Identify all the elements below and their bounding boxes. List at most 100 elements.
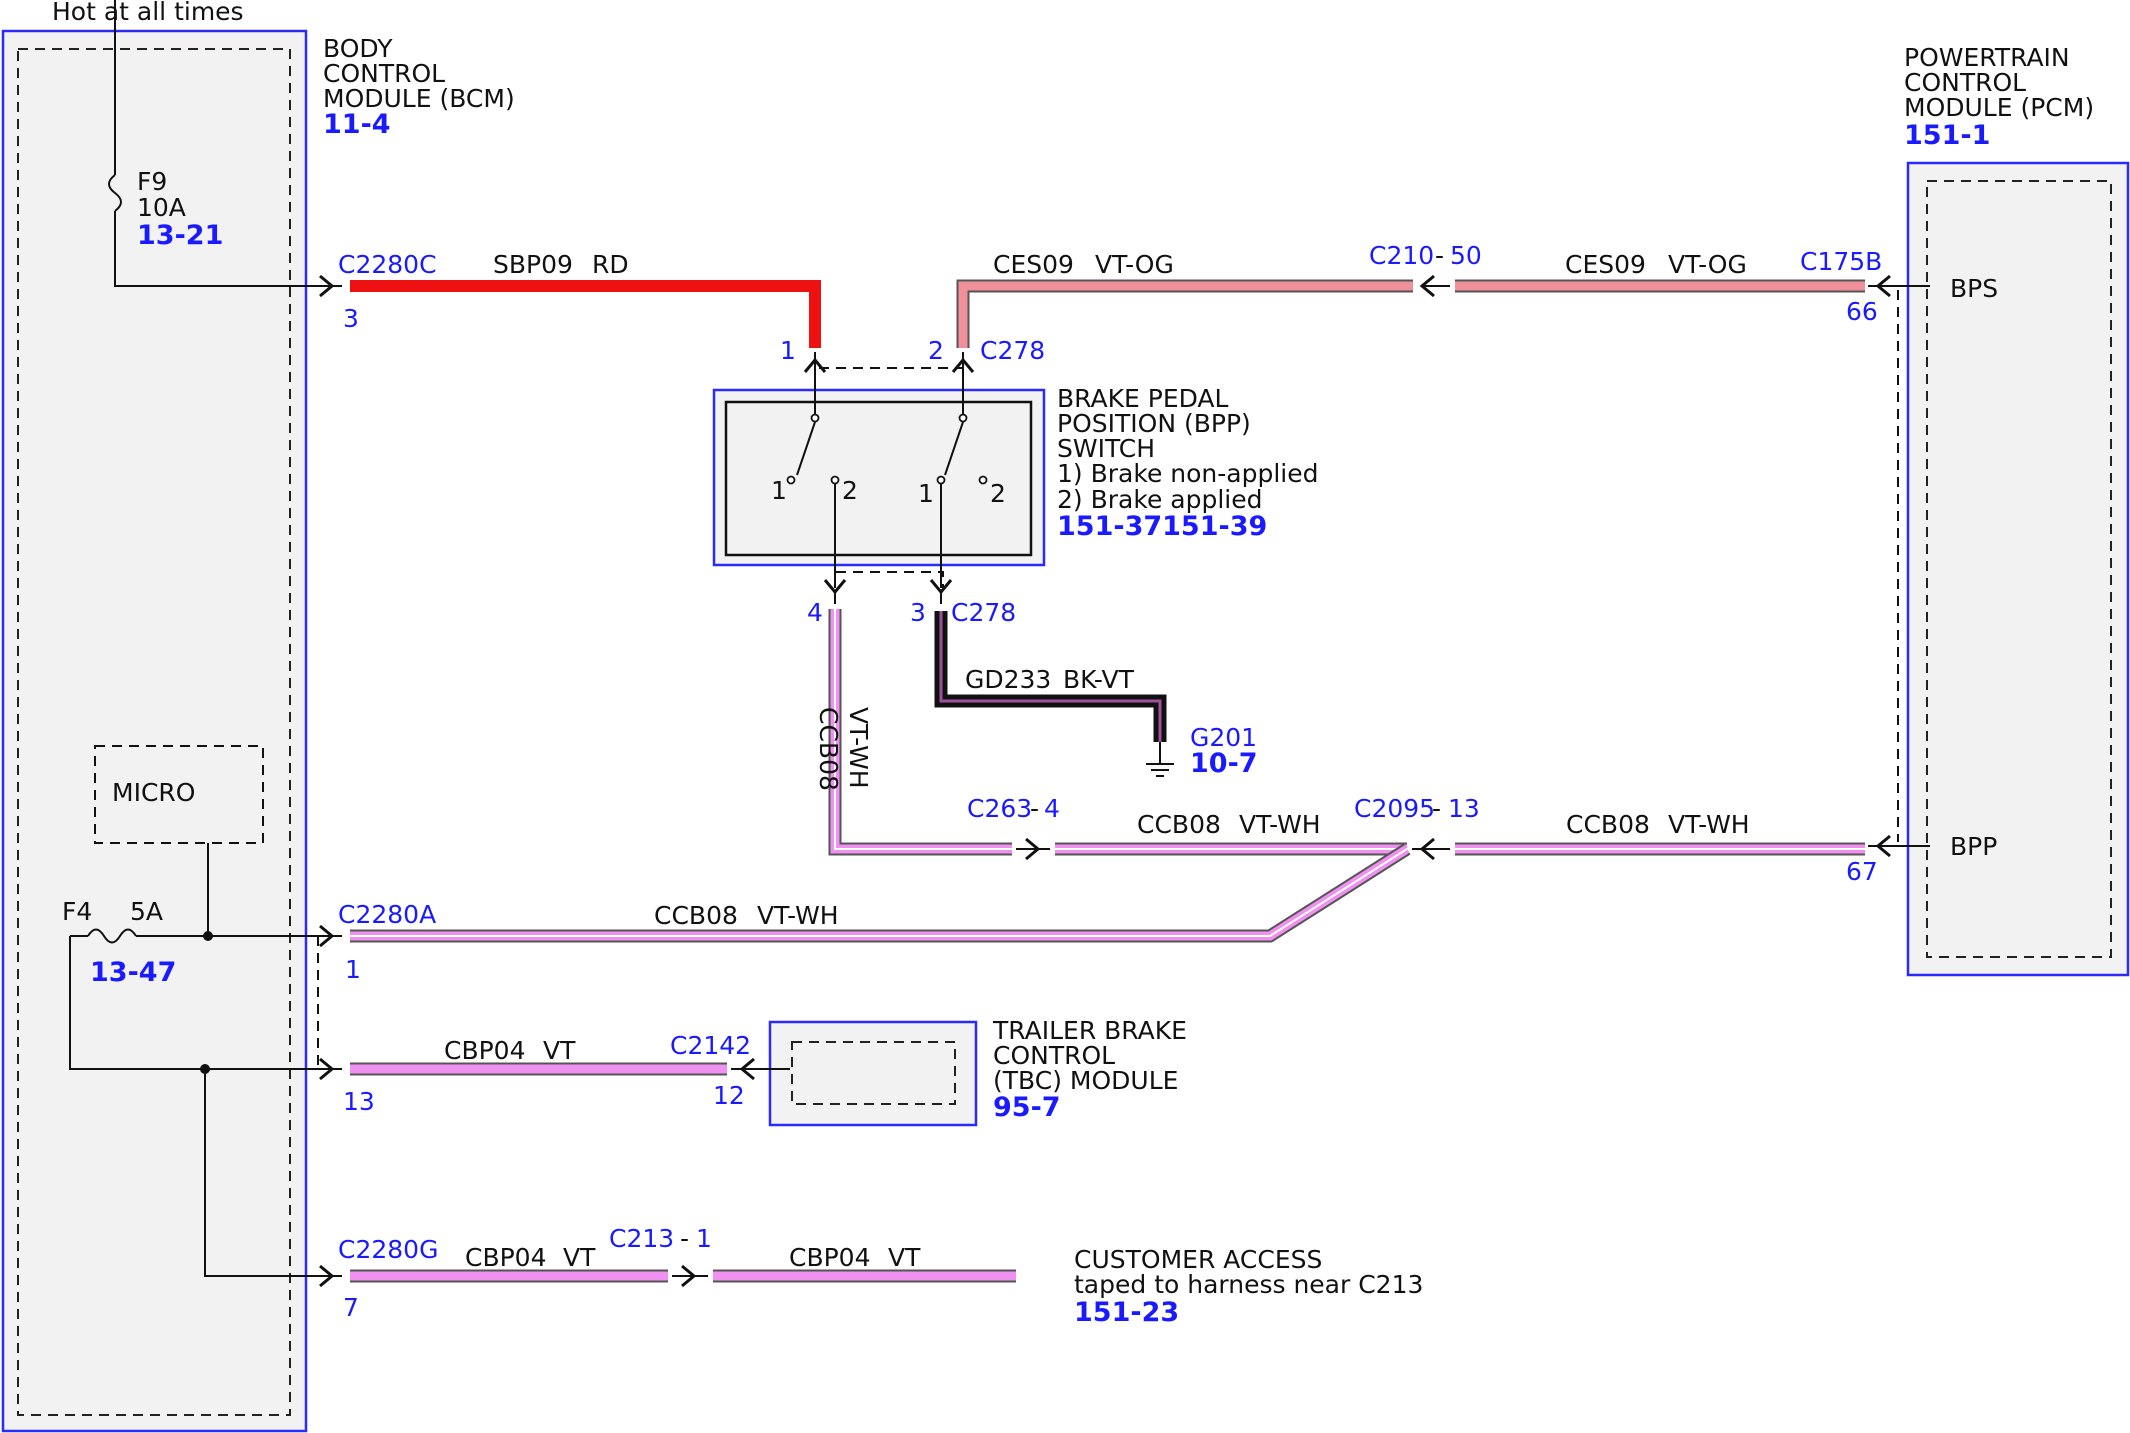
wire-cbp04-access-circuit: CBP04	[789, 1243, 871, 1272]
fuse-f4-ref: 13-47	[90, 957, 176, 988]
power-feed-lines	[69, 0, 1930, 1277]
fuse-f4-rating: 5A	[130, 897, 163, 926]
wire-ces09-right-color: VT-OG	[1668, 250, 1747, 279]
wire-ccb08-bcm-color: VT-WH	[757, 901, 839, 930]
bpp-contact-right-2: 2	[990, 479, 1006, 508]
pcm-pin-bpp: BPP	[1950, 832, 1997, 861]
c210-sep: -	[1435, 241, 1444, 270]
wire-ccb08-bcm-circuit: CCB08	[654, 901, 738, 930]
c2142-pin: 12	[713, 1081, 745, 1110]
pcm-module	[1906, 161, 2130, 977]
wire-sbp09	[350, 280, 821, 348]
bpp-pin-bottom-right: 3	[910, 598, 926, 627]
wire-ccb08-vertical-color: VT-WH	[844, 707, 873, 789]
wire-ccb08-mid-circuit: CCB08	[1137, 810, 1221, 839]
tbc-name-line-1: TRAILER BRAKE	[992, 1016, 1187, 1045]
wire-ces09-left-circuit: CES09	[993, 250, 1074, 279]
bcm-name-line-2: CONTROL	[323, 59, 445, 88]
bpp-connector-top: C278	[980, 336, 1045, 365]
bcm-module	[1, 29, 308, 1433]
c210-pin: 50	[1450, 241, 1482, 270]
c2280a-name: C2280A	[338, 900, 436, 929]
wire-ces09-right-circuit: CES09	[1565, 250, 1646, 279]
fuse-f9-ref: 13-21	[137, 220, 223, 251]
c175b-pin-66: 66	[1846, 297, 1878, 326]
c2095-name: C2095	[1354, 794, 1435, 823]
wire-gd233-color: BK-VT	[1063, 665, 1135, 694]
wire-ccb08-vertical-circuit: CCB08	[814, 707, 843, 791]
c2280a-pin: 1	[345, 955, 361, 984]
wire-ccb08-right-color: VT-WH	[1668, 810, 1750, 839]
ground-icon	[1146, 742, 1174, 777]
bcm-name-line-1: BODY	[323, 34, 393, 63]
wire-gd233-circuit: GD233	[965, 665, 1051, 694]
wire-cbp04-tbc-circuit: CBP04	[444, 1036, 526, 1065]
c2280g-pin: 7	[343, 1293, 359, 1322]
bpp-ref: 151-37151-39	[1057, 511, 1267, 542]
bpp-contact-right-1: 1	[918, 479, 934, 508]
power-label: Hot at all times	[52, 0, 244, 26]
connector-arrows	[319, 274, 1891, 1288]
access-name-line-2: taped to harness near C213	[1074, 1270, 1423, 1299]
c175b-pin-67: 67	[1846, 857, 1878, 886]
c213-name: C213	[609, 1224, 674, 1253]
fuse-f9-name: F9	[137, 167, 167, 196]
wire-cbp04-tbc-color: VT	[543, 1036, 576, 1065]
fuse-f9-rating: 10A	[137, 193, 186, 222]
splice-dots	[200, 931, 213, 1074]
pcm-name-line-1: POWERTRAIN	[1904, 43, 2070, 72]
c2095-sep: -	[1432, 794, 1441, 823]
ground-ref: 10-7	[1190, 748, 1258, 779]
access-ref: 151-23	[1074, 1297, 1179, 1328]
wire-ccb08-vertical	[828, 609, 1012, 856]
tbc-name-line-3: (TBC) MODULE	[993, 1066, 1178, 1095]
c210-name: C210	[1369, 241, 1434, 270]
wire-cbp04-bcm-circuit: CBP04	[465, 1243, 547, 1272]
tbc-name-line-2: CONTROL	[993, 1041, 1115, 1070]
pcm-pin-bps: BPS	[1950, 274, 1998, 303]
bpp-pin-bottom-left: 4	[807, 598, 823, 627]
tbc-module	[768, 1020, 978, 1127]
pcm-ref: 151-1	[1904, 120, 1990, 151]
wire-ccb08-mid-color: VT-WH	[1239, 810, 1321, 839]
wire-ces09-left	[956, 279, 1413, 348]
c263-name: C263	[967, 794, 1032, 823]
wire-sbp09-circuit: SBP09	[493, 250, 573, 279]
bcm-name-line-3: MODULE (BCM)	[323, 84, 515, 113]
bpp-switch-internals	[786, 362, 988, 588]
wire-ccb08-right-circuit: CCB08	[1566, 810, 1650, 839]
micro-label: MICRO	[112, 778, 195, 807]
pcm-name-line-3: MODULE (PCM)	[1904, 93, 2094, 122]
wire-ccb08-bcm	[350, 843, 1411, 943]
bpp-pin-top-left: 1	[780, 336, 796, 365]
access-name-line-1: CUSTOMER ACCESS	[1074, 1245, 1322, 1274]
ground-name: G201	[1190, 723, 1257, 752]
micro-block	[94, 745, 264, 844]
wire-ces09-left-color: VT-OG	[1095, 250, 1174, 279]
c2280g-name: C2280G	[338, 1235, 438, 1264]
c2280c-pin: 3	[343, 304, 359, 333]
bpp-pin-top-right: 2	[928, 336, 944, 365]
bpp-name-line-5: 2) Brake applied	[1057, 485, 1262, 514]
bcm-ref: 11-4	[323, 109, 391, 140]
bpp-name-line-4: 1) Brake non-applied	[1057, 459, 1318, 488]
c2095-pin: 13	[1448, 794, 1480, 823]
bpp-contact-left-2: 2	[842, 476, 858, 505]
wire-gd233	[934, 611, 1167, 742]
tbc-ref: 95-7	[993, 1092, 1061, 1123]
bpp-name-line-2: POSITION (BPP)	[1057, 409, 1251, 438]
c263-pin: 4	[1044, 794, 1060, 823]
bpp-name-line-1: BRAKE PEDAL	[1057, 384, 1229, 413]
pcm-name-line-2: CONTROL	[1904, 68, 2026, 97]
c2142-name: C2142	[670, 1031, 751, 1060]
c2280-pin-13: 13	[343, 1087, 375, 1116]
c263-sep: -	[1030, 794, 1039, 823]
c2280c-name: C2280C	[338, 250, 437, 279]
wire-cbp04-access-color: VT	[888, 1243, 921, 1272]
wire-cbp04-bcm-color: VT	[563, 1243, 596, 1272]
wire-sbp09-color: RD	[592, 250, 629, 279]
bpp-name-line-3: SWITCH	[1057, 434, 1155, 463]
bpp-contact-left-1: 1	[771, 476, 787, 505]
c213-sep: -	[680, 1224, 689, 1253]
